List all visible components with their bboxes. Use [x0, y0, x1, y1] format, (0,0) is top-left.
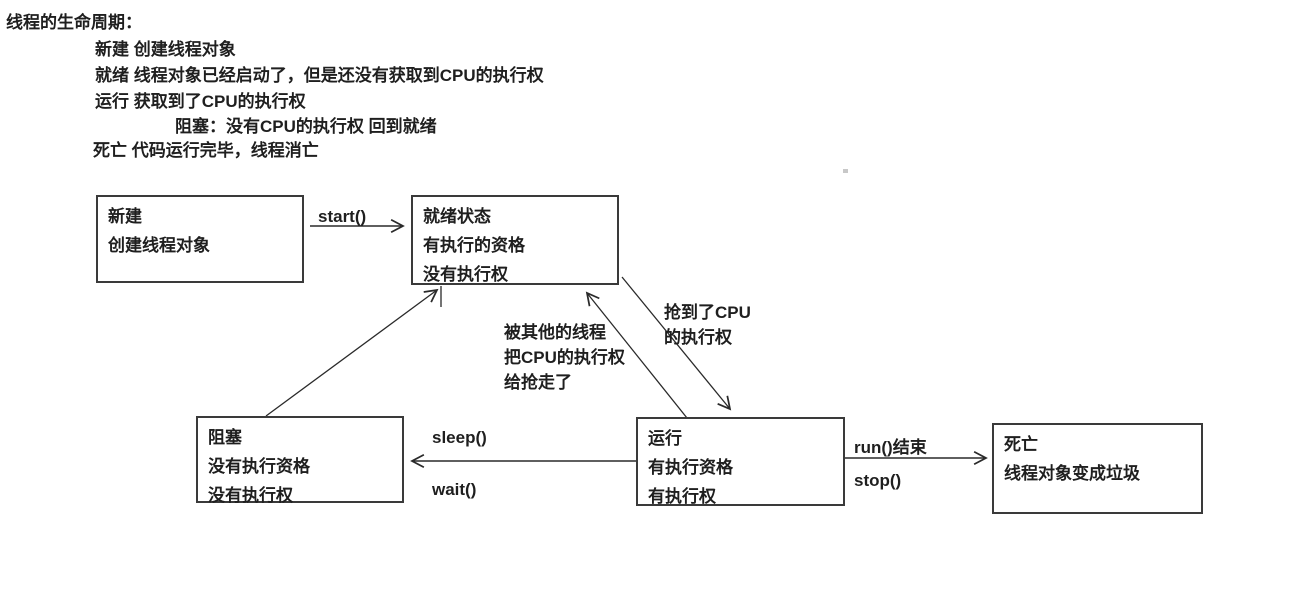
- note-line-dead: 死亡 代码运行完毕，线程消亡: [93, 141, 319, 160]
- edge-label-preempted-line1: 被其他的线程: [504, 323, 606, 342]
- node-ready: 就绪状态 有执行的资格 没有执行权: [411, 195, 619, 285]
- edge-label-sleep: sleep(): [432, 428, 487, 447]
- arrow-blocked-to-ready: [265, 288, 439, 417]
- edge-label-preempted-line3: 给抢走了: [504, 373, 572, 392]
- edge-label-stop: stop(): [854, 471, 902, 490]
- notes-title: 线程的生命周期：: [6, 13, 142, 32]
- stray-mark: [843, 169, 848, 173]
- edge-label-start: start(): [318, 207, 367, 226]
- node-ready-desc1: 有执行的资格: [423, 236, 525, 255]
- node-ready-title: 就绪状态: [423, 207, 491, 226]
- node-blocked-desc1: 没有执行资格: [208, 457, 310, 476]
- note-line-blocked: 阻塞：没有CPU的执行权 回到就绪: [175, 117, 437, 136]
- node-new: 新建 创建线程对象: [96, 195, 304, 283]
- node-dead-title: 死亡: [1004, 435, 1038, 454]
- note-line-new: 新建 创建线程对象: [95, 40, 236, 59]
- node-dead-desc: 线程对象变成垃圾: [1004, 464, 1140, 483]
- node-running-desc2: 有执行权: [648, 487, 716, 506]
- node-running-desc1: 有执行资格: [648, 458, 733, 477]
- node-new-title: 新建: [108, 207, 142, 226]
- edge-label-preempted-line2: 把CPU的执行权: [504, 348, 625, 367]
- node-new-desc: 创建线程对象: [108, 236, 210, 255]
- note-line-running: 运行 获取到了CPU的执行权: [95, 92, 306, 111]
- edge-label-grab-cpu-line1: 抢到了CPU: [664, 303, 751, 322]
- node-ready-desc2: 没有执行权: [423, 265, 508, 284]
- edge-label-grab-cpu-line2: 的执行权: [664, 328, 732, 347]
- edge-label-preempted: 被其他的线程 把CPU的执行权 给抢走了: [504, 320, 625, 395]
- node-running-title: 运行: [648, 429, 682, 448]
- edge-label-run-end: run()结束: [854, 438, 927, 457]
- node-dead: 死亡 线程对象变成垃圾: [992, 423, 1203, 514]
- edge-label-wait: wait(): [432, 480, 477, 499]
- node-blocked: 阻塞 没有执行资格 没有执行权: [196, 416, 404, 505]
- note-line-ready: 就绪 线程对象已经启动了，但是还没有获取到CPU的执行权: [95, 66, 544, 85]
- node-blocked-title: 阻塞: [208, 428, 242, 447]
- node-blocked-desc2: 没有执行权: [208, 486, 293, 505]
- edge-label-grab-cpu: 抢到了CPU 的执行权: [664, 300, 751, 350]
- node-running: 运行 有执行资格 有执行权: [636, 417, 845, 506]
